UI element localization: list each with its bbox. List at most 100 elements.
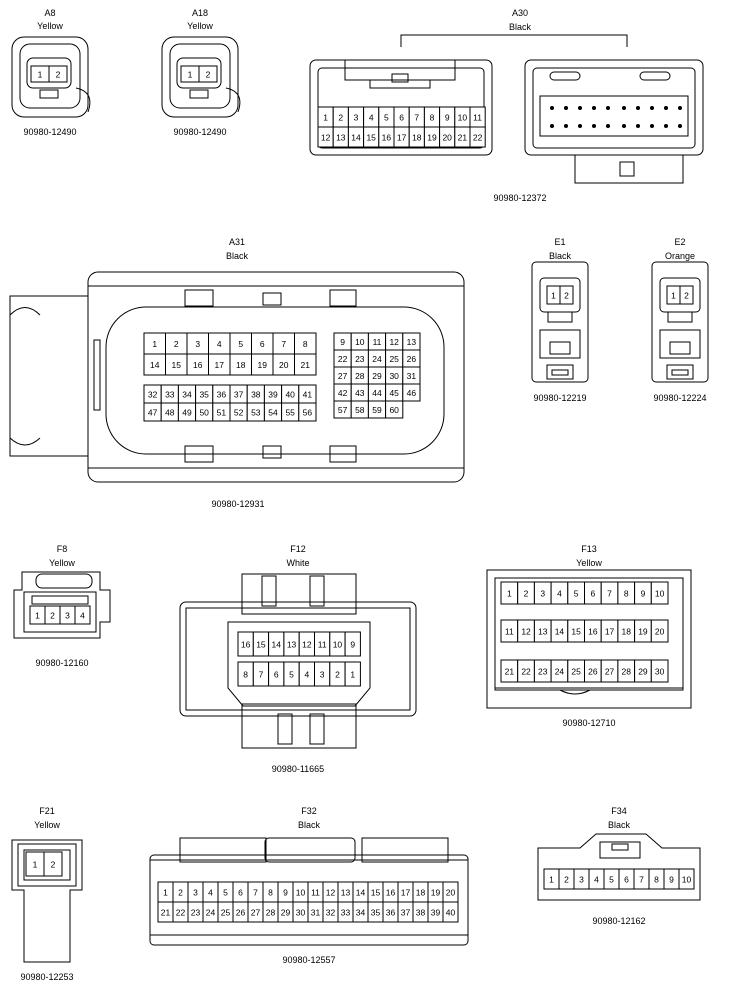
pin-a31-3: 3 bbox=[186, 332, 209, 355]
pin-a31-26: 26 bbox=[402, 349, 421, 368]
svg-text:20: 20 bbox=[279, 360, 289, 370]
pin-a31-15: 15 bbox=[165, 353, 188, 376]
pin-f12-13: 13 bbox=[283, 631, 300, 657]
a31-part: 90980-12931 bbox=[211, 499, 265, 509]
svg-text:20: 20 bbox=[442, 133, 452, 143]
svg-text:24: 24 bbox=[372, 354, 382, 364]
pin-f32-9: 9 bbox=[277, 881, 294, 903]
pin-a31-51: 51 bbox=[212, 402, 231, 422]
pin-a18-1: 1 bbox=[180, 65, 200, 83]
pin-a31-31: 31 bbox=[402, 366, 421, 385]
svg-text:2: 2 bbox=[174, 339, 179, 349]
svg-text:26: 26 bbox=[236, 908, 246, 918]
svg-text:32: 32 bbox=[326, 908, 336, 918]
pin-a31-42: 42 bbox=[333, 383, 352, 402]
pin-f13-5: 5 bbox=[567, 581, 585, 605]
svg-text:56: 56 bbox=[303, 408, 313, 418]
pin-a30-22: 22 bbox=[469, 126, 486, 148]
pin-f32-3: 3 bbox=[187, 881, 204, 903]
pin-a31-23: 23 bbox=[350, 349, 369, 368]
pin-f32-37: 37 bbox=[397, 901, 414, 923]
connector-a18 bbox=[161, 36, 241, 118]
connector-a30 bbox=[309, 34, 704, 184]
pin-f12-10: 10 bbox=[329, 631, 346, 657]
svg-text:26: 26 bbox=[407, 354, 417, 364]
pin-f32-13: 13 bbox=[337, 881, 354, 903]
pin-f12-1: 1 bbox=[344, 661, 361, 687]
pin-f12-7: 7 bbox=[252, 661, 270, 687]
svg-text:2: 2 bbox=[524, 589, 529, 599]
svg-text:8: 8 bbox=[243, 670, 248, 680]
svg-text:46: 46 bbox=[407, 388, 417, 398]
pin-f32-5: 5 bbox=[217, 881, 234, 903]
pin-f32-23: 23 bbox=[187, 901, 204, 923]
pin-a31-48: 48 bbox=[160, 402, 179, 422]
connector-e2 bbox=[651, 261, 709, 383]
pin-a31-20: 20 bbox=[272, 353, 295, 376]
a18-part: 90980-12490 bbox=[173, 127, 227, 137]
svg-text:34: 34 bbox=[356, 908, 366, 918]
svg-text:37: 37 bbox=[401, 908, 411, 918]
a8-color: Yellow bbox=[37, 21, 63, 31]
pin-f13-22: 22 bbox=[517, 659, 535, 683]
svg-text:6: 6 bbox=[399, 113, 404, 123]
pin-f34-1: 1 bbox=[543, 868, 560, 890]
pin-a31-7: 7 bbox=[272, 332, 295, 355]
svg-text:15: 15 bbox=[172, 360, 182, 370]
pin-a31-4: 4 bbox=[208, 332, 231, 355]
pin-f32-19: 19 bbox=[427, 881, 444, 903]
pin-a31-35: 35 bbox=[195, 384, 214, 404]
pin-a31-44: 44 bbox=[367, 383, 387, 402]
pin-f32-12: 12 bbox=[322, 881, 339, 903]
pin-f13-9: 9 bbox=[634, 581, 652, 605]
svg-text:28: 28 bbox=[355, 371, 365, 381]
pin-f13-6: 6 bbox=[584, 581, 602, 605]
svg-text:2: 2 bbox=[684, 291, 689, 301]
svg-text:31: 31 bbox=[407, 371, 417, 381]
pin-f32-17: 17 bbox=[397, 881, 414, 903]
svg-text:2: 2 bbox=[564, 291, 569, 301]
svg-text:48: 48 bbox=[165, 408, 175, 418]
pin-a31-17: 17 bbox=[208, 353, 231, 376]
pin-f32-24: 24 bbox=[202, 901, 219, 923]
pin-f13-15: 15 bbox=[567, 619, 585, 643]
pin-a31-39: 39 bbox=[263, 384, 283, 404]
svg-text:4: 4 bbox=[304, 670, 309, 680]
pin-f13-20: 20 bbox=[650, 619, 669, 643]
svg-text:38: 38 bbox=[251, 390, 261, 400]
pin-f32-25: 25 bbox=[217, 901, 234, 923]
svg-text:18: 18 bbox=[622, 627, 632, 637]
svg-text:10: 10 bbox=[333, 640, 343, 650]
pin-a31-28: 28 bbox=[350, 366, 369, 385]
svg-text:50: 50 bbox=[199, 408, 209, 418]
svg-text:8: 8 bbox=[430, 113, 435, 123]
svg-text:4: 4 bbox=[557, 589, 562, 599]
pin-a30-15: 15 bbox=[363, 126, 380, 148]
svg-text:28: 28 bbox=[622, 667, 632, 677]
connector-f21 bbox=[11, 839, 83, 963]
pin-f32-39: 39 bbox=[427, 901, 444, 923]
f32-code: F32 bbox=[301, 806, 317, 816]
pin-f13-8: 8 bbox=[617, 581, 636, 605]
svg-text:42: 42 bbox=[338, 388, 348, 398]
pin-a30-19: 19 bbox=[423, 126, 441, 148]
a8-code: A8 bbox=[44, 8, 56, 18]
svg-text:22: 22 bbox=[338, 354, 348, 364]
pin-f32-33: 33 bbox=[337, 901, 354, 923]
pin-a30-10: 10 bbox=[454, 106, 471, 128]
pin-f32-27: 27 bbox=[247, 901, 264, 923]
pin-f12-8: 8 bbox=[237, 661, 254, 687]
svg-text:14: 14 bbox=[272, 640, 282, 650]
svg-text:22: 22 bbox=[176, 908, 186, 918]
svg-text:1: 1 bbox=[163, 888, 168, 898]
e1-part: 90980-12219 bbox=[533, 393, 587, 403]
svg-text:18: 18 bbox=[412, 133, 422, 143]
svg-text:38: 38 bbox=[416, 908, 426, 918]
pin-a31-37: 37 bbox=[229, 384, 248, 404]
svg-text:16: 16 bbox=[382, 133, 392, 143]
svg-text:2: 2 bbox=[51, 860, 56, 870]
svg-text:14: 14 bbox=[555, 627, 565, 637]
svg-text:1: 1 bbox=[350, 670, 355, 680]
f13-code: F13 bbox=[581, 544, 597, 554]
svg-text:10: 10 bbox=[296, 888, 306, 898]
